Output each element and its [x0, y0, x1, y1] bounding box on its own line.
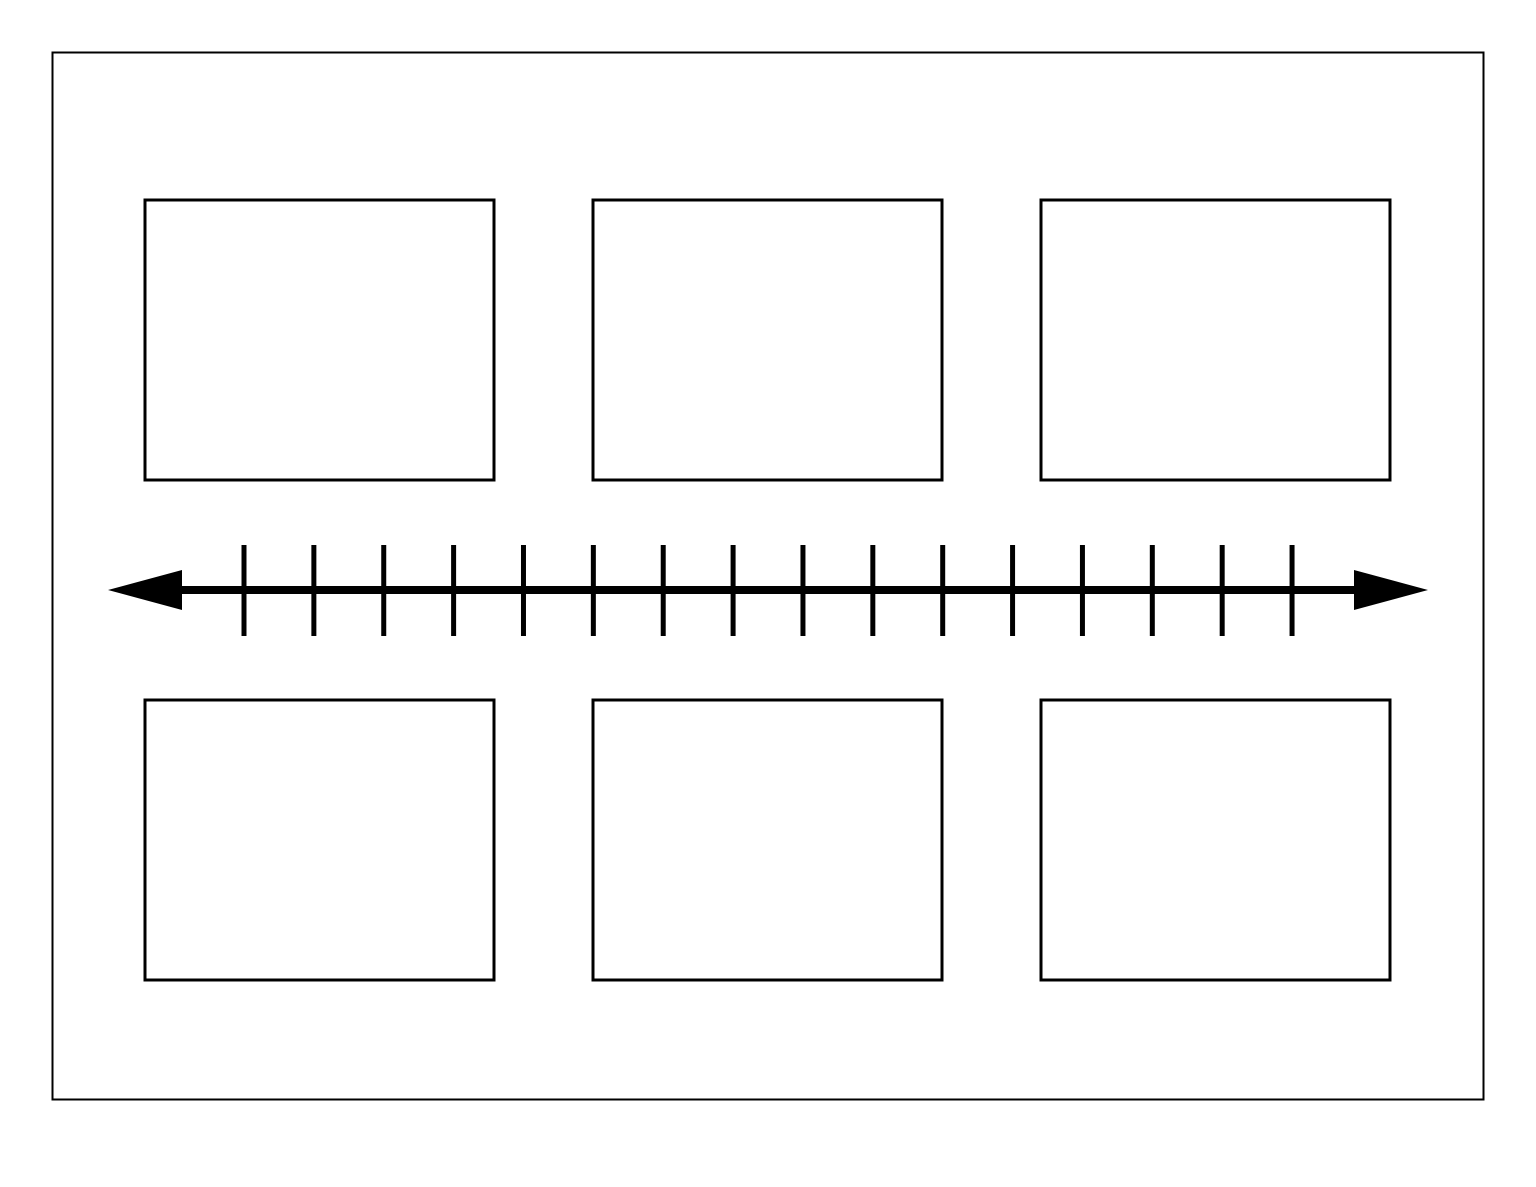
timeline-axis — [108, 545, 1428, 636]
bottom-event-box-2 — [591, 698, 944, 982]
right-arrowhead-icon — [1354, 570, 1428, 610]
top-event-box-3 — [1039, 198, 1392, 482]
page-border — [51, 51, 1485, 1101]
left-arrowhead-icon — [108, 570, 182, 610]
bottom-event-box-1 — [143, 698, 496, 982]
top-event-box-1 — [143, 198, 496, 482]
top-event-box-2 — [591, 198, 944, 482]
bottom-event-box-3 — [1039, 698, 1392, 982]
timeline-ticks — [241, 545, 1295, 636]
event-boxes — [143, 198, 1392, 982]
